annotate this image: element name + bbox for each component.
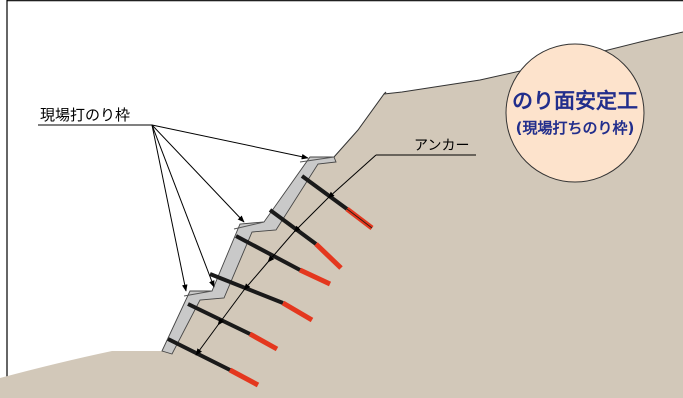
anchor-tip-5 (248, 331, 279, 352)
frame-step-lines (183, 156, 335, 297)
slope-crest-step (383, 91, 387, 95)
anchor-tip-6 (228, 367, 260, 388)
anchor-rod-2 (268, 208, 318, 246)
slope-top-line (333, 31, 683, 158)
anchor-leader-5 (217, 289, 245, 326)
frame-leader-lines (38, 124, 309, 292)
anchor-tip-4 (281, 300, 314, 323)
anchor-leader-3 (267, 231, 295, 263)
frame-leader-2 (151, 124, 245, 223)
title-badge (505, 43, 645, 183)
anchor-leader-1 (327, 154, 377, 199)
anchor-label: アンカー (414, 138, 469, 154)
frame-leader-1 (151, 124, 309, 160)
anchor-leader-4 (243, 261, 269, 291)
anchor-rod-3 (235, 234, 301, 272)
frame-leader-3 (151, 124, 215, 288)
anchor-tip-outlines (346, 208, 373, 229)
anchor-rods (167, 174, 374, 388)
badge-title: のり面安定工 (512, 89, 638, 113)
badge-subtitle: (現場打ちのり枠) (516, 119, 635, 137)
anchor-leader-lines (195, 154, 476, 356)
anchor-tip-2 (314, 242, 343, 270)
anchor-rod-1 (300, 174, 349, 211)
anchor-tip-3 (298, 267, 332, 287)
frame-leader-4 (151, 124, 188, 292)
anchor-leader-6 (195, 324, 219, 356)
concrete-frame (161, 156, 337, 355)
anchor-leader-2 (293, 197, 329, 233)
frame-label: 現場打のり枠 (40, 106, 130, 124)
